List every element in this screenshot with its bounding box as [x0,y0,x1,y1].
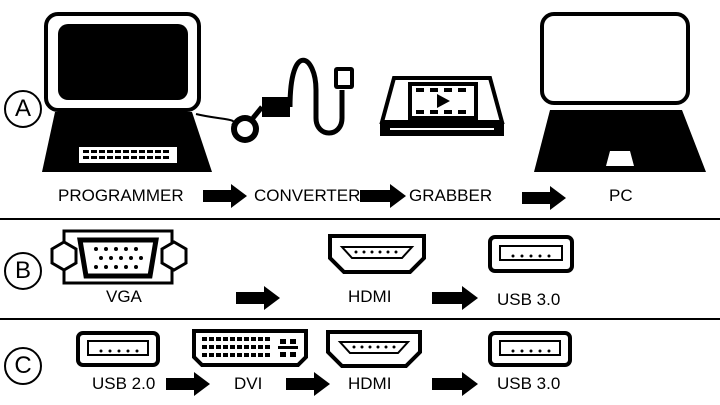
row-c-marker: C [4,347,42,385]
right-arrow-icon [432,372,478,396]
row-divider [0,218,720,220]
label-converter: CONVERTER [254,186,361,205]
label-grabber: GRABBER [409,186,493,205]
label-pc: PC [609,186,633,205]
label-vga: VGA [106,287,142,306]
label-usb2: USB 2.0 [92,374,156,393]
row-divider [0,318,720,320]
row-a-marker: A [4,90,42,128]
right-arrow-icon [286,372,330,396]
label-usb3-b: USB 3.0 [497,290,561,309]
right-arrow-icon [522,186,566,210]
right-arrow-icon [432,286,478,310]
label-usb3-c: USB 3.0 [497,374,561,393]
right-arrow-icon [360,184,406,208]
label-programmer: PROGRAMMER [58,186,184,205]
label-hdmi-b: HDMI [348,287,392,306]
row-b-marker: B [4,252,42,290]
right-arrow-icon [166,372,210,396]
label-dvi: DVI [234,374,263,393]
right-arrow-icon [236,286,280,310]
right-arrow-icon [203,184,247,208]
label-hdmi-c: HDMI [348,374,392,393]
